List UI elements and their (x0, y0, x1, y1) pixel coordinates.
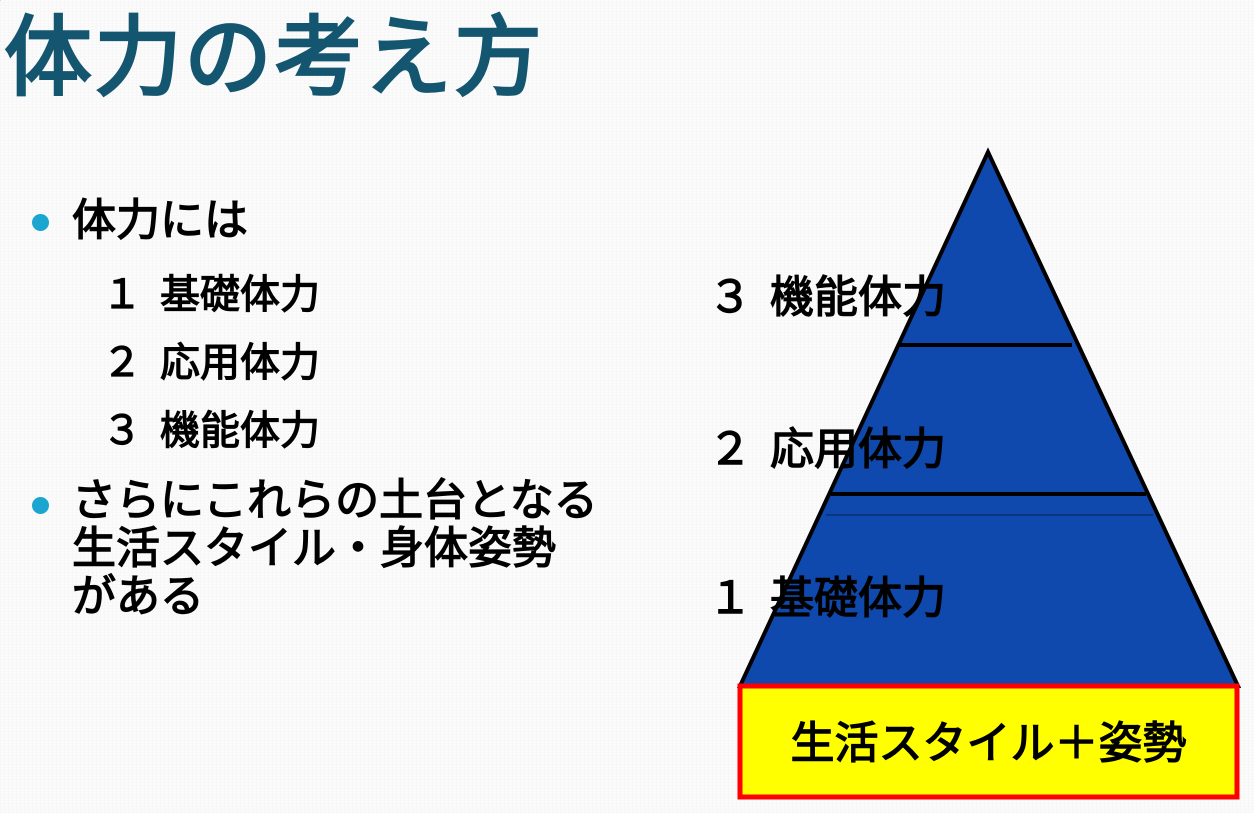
tier-number: １ (708, 573, 752, 624)
bullet-item-1: 体力には (30, 195, 670, 247)
tier-number: ２ (708, 424, 752, 475)
item-label: 応用体力 (160, 340, 320, 386)
bullet-line: 生活スタイル・身体姿勢 (72, 523, 556, 574)
item-label: 基礎体力 (160, 272, 320, 318)
bullet-line: がある (72, 571, 204, 622)
pyramid-base-label: 生活スタイル＋姿勢 (790, 718, 1187, 769)
pyramid-tier-label: １ 基礎体力 (708, 573, 946, 625)
slide-title: 体力の考え方 (4, 6, 545, 109)
fitness-type-list: １ 基礎体力 ２ 応用体力 ３ 機能体力 (30, 261, 670, 465)
fitness-type-item: ２ 応用体力 (102, 329, 670, 397)
bullet-dot-icon (32, 214, 49, 231)
bullet-item-2: さらにこれらの土台となる 生活スタイル・身体姿勢 がある (30, 477, 670, 621)
item-number: １ (102, 271, 142, 318)
fitness-type-item: １ 基礎体力 (102, 261, 670, 329)
tier-label: 基礎体力 (770, 573, 946, 624)
bullet-list: 体力には １ 基礎体力 ２ 応用体力 ３ 機能体力 さらにこれらの土台となる 生活スタ… (30, 195, 670, 621)
bullet-line: さらにこれらの土台となる (72, 475, 598, 526)
fitness-type-item: ３ 機能体力 (102, 397, 670, 465)
bullet-dot-icon (32, 497, 49, 514)
pyramid-base (737, 683, 1240, 800)
tier-number: ３ (708, 272, 752, 323)
pyramid-tier-label: ３ 機能体力 (708, 272, 946, 324)
item-number: ３ (102, 407, 142, 454)
item-label: 機能体力 (160, 408, 320, 454)
pyramid-tier-label: ２ 応用体力 (708, 424, 946, 476)
tier-label: 機能体力 (770, 272, 946, 323)
tier-label: 応用体力 (770, 424, 946, 475)
bullet-text: 体力には (72, 195, 248, 246)
item-number: ２ (102, 339, 142, 386)
